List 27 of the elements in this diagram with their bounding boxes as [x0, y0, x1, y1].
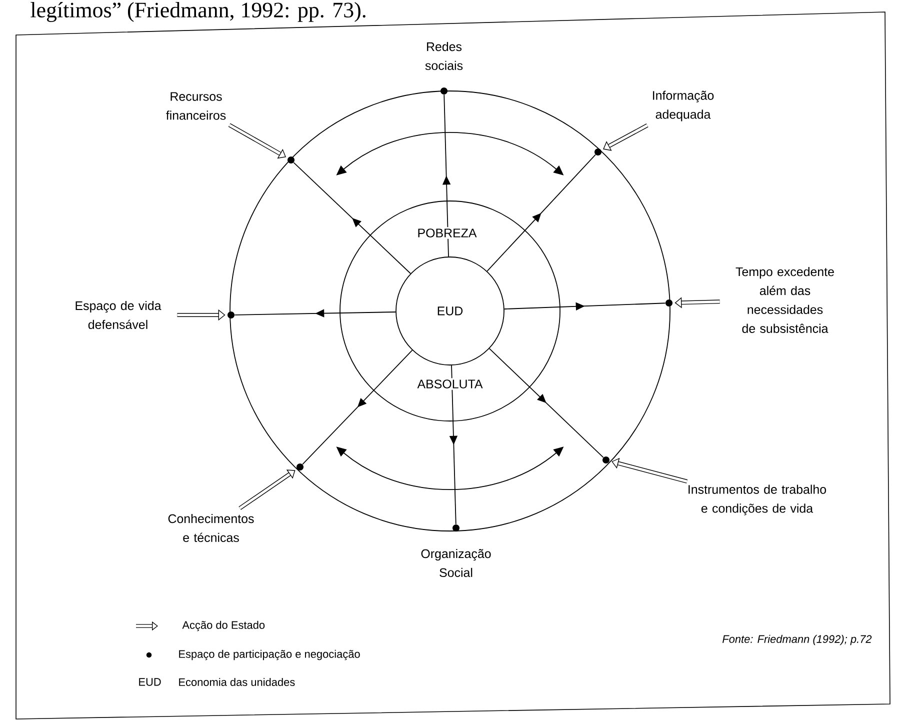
point-label: Recursos financeiros	[166, 92, 226, 120]
legend-label: Acção do Estado	[182, 620, 265, 632]
ring-label: ABSOLUTA	[416, 378, 484, 390]
hollow-arrow	[238, 470, 296, 510]
legend-label: Economia das unidades	[179, 678, 295, 686]
arrow	[486, 154, 596, 272]
point-label: Tempo excedente além das necessidades de subsistência	[736, 267, 834, 333]
arrow	[488, 348, 604, 458]
junction-dot	[666, 300, 672, 306]
point-label: Informação adequada	[653, 90, 714, 122]
hollow-arrow	[674, 297, 720, 308]
point-label: Redes sociais	[425, 42, 463, 70]
point-label: Espaço de vida defensável	[76, 300, 162, 330]
ring-label: POBREZA	[416, 227, 478, 239]
junction-dot	[228, 312, 234, 318]
hollow-arrow	[603, 124, 648, 151]
abbreviation: EUD	[139, 678, 161, 686]
legend-label: Espaço de participação e negociação	[179, 650, 360, 660]
arrow	[302, 350, 413, 465]
arrow	[293, 162, 411, 274]
point-label: Conhecimentos e técnicas	[168, 514, 254, 542]
point-label: Organização Social	[421, 548, 491, 578]
ring-circle	[340, 200, 560, 422]
arrow	[234, 309, 396, 318]
body-text: legítimos” (Friedmann, 1992: pp. 73).	[30, 2, 366, 22]
point-label: Instrumentos de trabalho e condições de vida	[688, 484, 826, 516]
source-caption: Fonte: Friedmann (1992); p.72	[722, 634, 872, 646]
